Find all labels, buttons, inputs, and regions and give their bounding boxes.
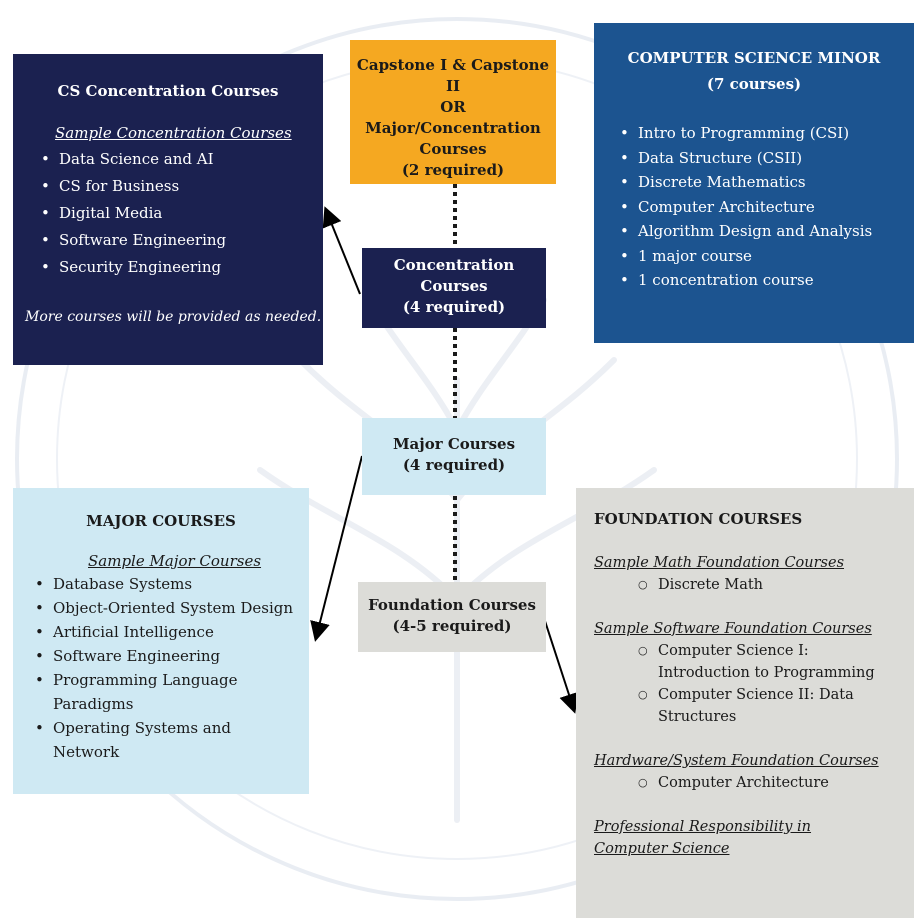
- hardware-foundation-heading: Hardware/System Foundation Courses: [594, 753, 879, 769]
- list-item: 1 concentration course: [616, 268, 914, 293]
- list-item: Security Engineering: [37, 254, 323, 281]
- major-node-line-2: (4 required): [402, 456, 506, 474]
- cs-concentration-subtitle: Sample Concentration Courses: [55, 124, 292, 142]
- list-item: Database Systems: [31, 572, 305, 596]
- foundation-node: Foundation Courses (4-5 required): [358, 582, 546, 652]
- list-item: CS for Business: [37, 173, 323, 200]
- major-node-line-1: Major Courses: [392, 435, 516, 453]
- list-item: Artificial Intelligence: [31, 620, 305, 644]
- software-foundation-heading: Sample Software Foundation Courses: [594, 621, 872, 637]
- cs-concentration-title: CS Concentration Courses: [57, 82, 279, 100]
- hardware-foundation-list: Computer Architecture: [636, 772, 914, 794]
- math-foundation-list: Discrete Math: [636, 574, 914, 596]
- capstone-line-5: (2 required): [401, 161, 505, 179]
- major-node: Major Courses (4 required): [362, 418, 546, 495]
- list-item: Software Engineering: [37, 227, 323, 254]
- software-foundation-list: Computer Science I: Introduction to Prog…: [636, 640, 898, 728]
- list-item: Computer Architecture: [616, 195, 914, 220]
- major-courses-panel: MAJOR COURSES Sample Major Courses Datab…: [13, 488, 309, 794]
- foundation-courses-panel: FOUNDATION COURSES Sample Math Foundatio…: [576, 488, 914, 918]
- list-item: 1 major course: [616, 244, 914, 269]
- major-courses-title: MAJOR COURSES: [86, 512, 236, 530]
- foundation-node-line-1: Foundation Courses: [368, 596, 536, 614]
- math-foundation-heading: Sample Math Foundation Courses: [594, 555, 845, 571]
- major-courses-list: Database Systems Object-Oriented System …: [31, 572, 305, 764]
- list-item: Operating Systems and Network: [31, 716, 261, 764]
- cs-minor-count: (7 courses): [706, 75, 802, 93]
- cs-concentration-panel: CS Concentration Courses Sample Concentr…: [13, 54, 323, 365]
- professional-responsibility-heading: Professional Responsibility in Computer …: [594, 819, 812, 857]
- capstone-node: Capstone I & Capstone II OR Major/Concen…: [350, 40, 556, 184]
- cs-concentration-note: More courses will be provided as needed.: [25, 309, 322, 325]
- cs-minor-list: Intro to Programming (CSI) Data Structur…: [616, 121, 914, 293]
- list-item: Computer Architecture: [636, 772, 914, 794]
- list-item: Object-Oriented System Design: [31, 596, 305, 620]
- cs-minor-title: COMPUTER SCIENCE MINOR: [627, 49, 881, 67]
- list-item: Digital Media: [37, 200, 323, 227]
- list-item: Programming Language Paradigms: [31, 668, 261, 716]
- concentration-node-line-2: Courses: [420, 277, 488, 295]
- capstone-line-3: Major/Concentration: [365, 119, 541, 137]
- list-item: Algorithm Design and Analysis: [616, 219, 914, 244]
- cs-minor-panel: COMPUTER SCIENCE MINOR (7 courses) Intro…: [594, 23, 914, 343]
- list-item: Software Engineering: [31, 644, 305, 668]
- list-item: Intro to Programming (CSI): [616, 121, 914, 146]
- capstone-line-4: Courses: [419, 140, 487, 158]
- list-item: Discrete Math: [636, 574, 914, 596]
- list-item: Data Structure (CSII): [616, 146, 914, 171]
- major-courses-subtitle: Sample Major Courses: [88, 552, 262, 570]
- concentration-node-line-3: (4 required): [402, 298, 506, 316]
- list-item: Computer Science II: Data Structures: [636, 684, 898, 728]
- concentration-node: Concentration Courses (4 required): [362, 248, 546, 328]
- foundation-node-line-2: (4-5 required): [392, 617, 512, 635]
- concentration-node-line-1: Concentration: [393, 256, 515, 274]
- cs-concentration-list: Data Science and AI CS for Business Digi…: [37, 146, 323, 281]
- list-item: Data Science and AI: [37, 146, 323, 173]
- list-item: Computer Science I: Introduction to Prog…: [636, 640, 898, 684]
- foundation-courses-title: FOUNDATION COURSES: [594, 510, 803, 528]
- capstone-line-2: OR: [440, 98, 466, 116]
- capstone-line-1: Capstone I & Capstone II: [356, 56, 550, 95]
- list-item: Discrete Mathematics: [616, 170, 914, 195]
